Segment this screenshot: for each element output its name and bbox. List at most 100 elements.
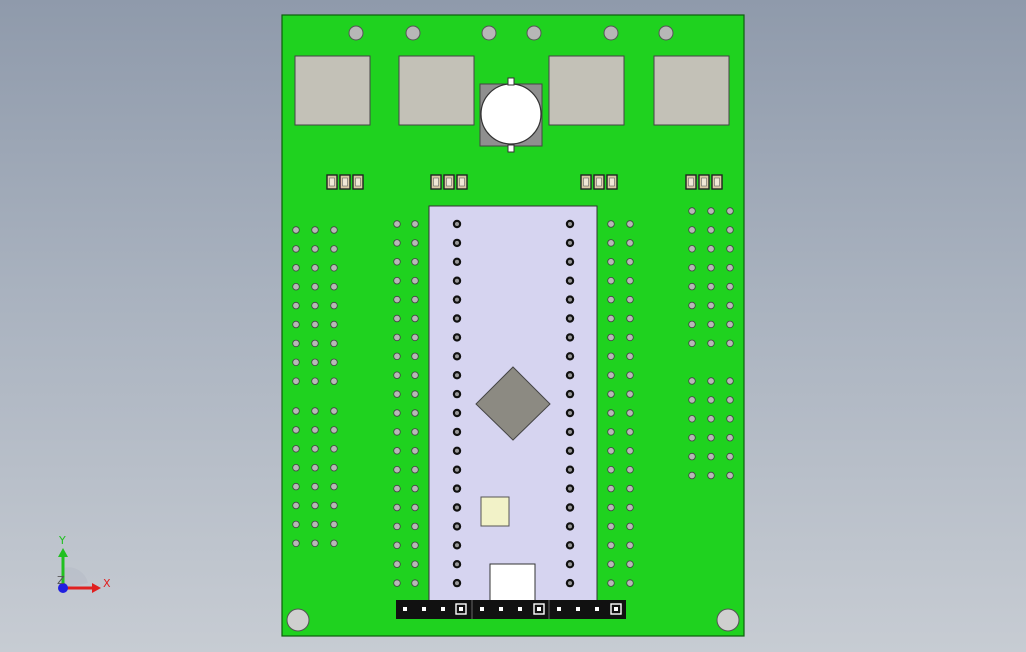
right-grid-hole xyxy=(688,396,696,404)
connector-pin-1 xyxy=(455,603,467,615)
inner-header-hole xyxy=(607,239,615,247)
right-grid-hole xyxy=(726,301,734,310)
left-grid-hole xyxy=(292,520,300,529)
right-grid-hole xyxy=(688,339,696,347)
inner-header-hole xyxy=(393,560,401,568)
module-pin-center xyxy=(455,543,459,548)
module-pin-center xyxy=(455,259,459,264)
module-pin-center xyxy=(568,316,572,321)
inner-header-hole xyxy=(626,484,634,493)
left-grid-hole xyxy=(292,501,300,510)
axis-y-label: Y xyxy=(58,534,66,547)
connector-pin-1-center xyxy=(459,607,463,611)
module-pin-center xyxy=(455,278,459,283)
battery-tab-top xyxy=(507,77,515,86)
inner-header-hole xyxy=(607,560,615,568)
left-grid-hole xyxy=(330,482,338,491)
inner-header-hole xyxy=(626,295,634,304)
right-grid-hole xyxy=(688,434,696,442)
usb-connector[interactable] xyxy=(489,563,536,603)
left-grid-hole xyxy=(330,520,338,529)
inner-header-holes xyxy=(393,220,634,587)
right-grid-hole xyxy=(707,434,715,442)
module-pin-center xyxy=(568,524,572,529)
inner-header-hole xyxy=(411,371,419,379)
module-pin-center xyxy=(455,392,459,397)
right-grid-hole xyxy=(688,282,696,291)
coin-cell-battery[interactable] xyxy=(479,77,543,153)
inner-header-hole xyxy=(626,428,634,436)
left-grid-hole xyxy=(330,339,338,348)
inner-header-hole xyxy=(626,390,634,398)
module-pin-center xyxy=(455,240,459,245)
left-grid-hole xyxy=(292,426,300,434)
connector-pin xyxy=(422,607,426,611)
mcu-chip[interactable] xyxy=(475,366,551,441)
inner-header-hole xyxy=(411,466,419,474)
left-grid-hole xyxy=(330,377,338,385)
inner-header-hole xyxy=(393,277,401,285)
left-grid-hole xyxy=(330,264,338,272)
right-grid-hole xyxy=(688,320,696,329)
inner-header-hole xyxy=(411,352,419,360)
inner-header-hole xyxy=(626,522,634,531)
bottom-pin-header[interactable] xyxy=(396,600,626,619)
inner-header-hole xyxy=(607,447,615,455)
axis-x-label: X xyxy=(103,577,111,590)
left-grid-hole xyxy=(311,264,319,272)
right-grid-hole xyxy=(707,282,715,291)
connector-pin xyxy=(499,607,503,611)
connector-pin-1-center xyxy=(537,607,541,611)
inner-header-hole xyxy=(626,239,634,247)
module-pin-center xyxy=(455,316,459,321)
inner-header-hole xyxy=(411,579,419,587)
resistor-arrays xyxy=(326,174,723,190)
inner-header-hole xyxy=(411,333,419,342)
right-grid-hole xyxy=(726,396,734,404)
module-pin-center xyxy=(568,486,572,491)
right-grid-hole xyxy=(726,320,734,329)
left-grid-hole xyxy=(330,301,338,310)
right-grid-hole xyxy=(726,434,734,442)
right-grid-hole xyxy=(726,207,734,215)
right-grid-hole xyxy=(726,415,734,423)
module-pin-center xyxy=(568,543,572,548)
square-pads xyxy=(294,55,730,126)
right-grid-hole xyxy=(726,471,734,480)
battery-tab-bottom xyxy=(507,144,515,153)
module-pin-center xyxy=(568,373,572,378)
inner-header-hole xyxy=(607,579,615,587)
right-grid-hole xyxy=(688,301,696,310)
inner-header-hole xyxy=(607,541,615,549)
axis-z-label: Z xyxy=(57,574,65,587)
module-pin-center xyxy=(455,505,459,510)
inner-header-hole xyxy=(607,371,615,379)
module-pin-center xyxy=(568,240,572,245)
right-grid-hole xyxy=(726,282,734,291)
module-pin-center xyxy=(455,524,459,529)
inner-header-hole xyxy=(411,239,419,247)
right-grid-hole xyxy=(726,245,734,253)
inner-header-hole xyxy=(626,258,634,266)
axis-triad: Y X Z xyxy=(57,534,111,593)
inner-header-hole xyxy=(393,295,401,304)
module-pin-center xyxy=(568,354,572,359)
resistor-body xyxy=(714,177,720,187)
right-grid-hole xyxy=(688,264,696,272)
module-pin-center xyxy=(455,581,459,586)
mounting-hole xyxy=(286,608,310,632)
right-grid-hole xyxy=(726,452,734,461)
left-grid-hole xyxy=(311,426,319,434)
axis-x-arrowhead xyxy=(92,583,101,593)
inner-header-hole xyxy=(626,503,634,512)
microcontroller-module[interactable] xyxy=(428,205,598,609)
inner-header-hole xyxy=(626,466,634,474)
left-grid-hole xyxy=(330,501,338,510)
pcb-board[interactable] xyxy=(281,14,745,637)
crystal-component[interactable] xyxy=(480,496,510,527)
resistor-body xyxy=(583,177,589,187)
right-through-hole-grid xyxy=(688,207,734,480)
inner-header-hole xyxy=(393,541,401,549)
right-grid-hole xyxy=(688,245,696,253)
